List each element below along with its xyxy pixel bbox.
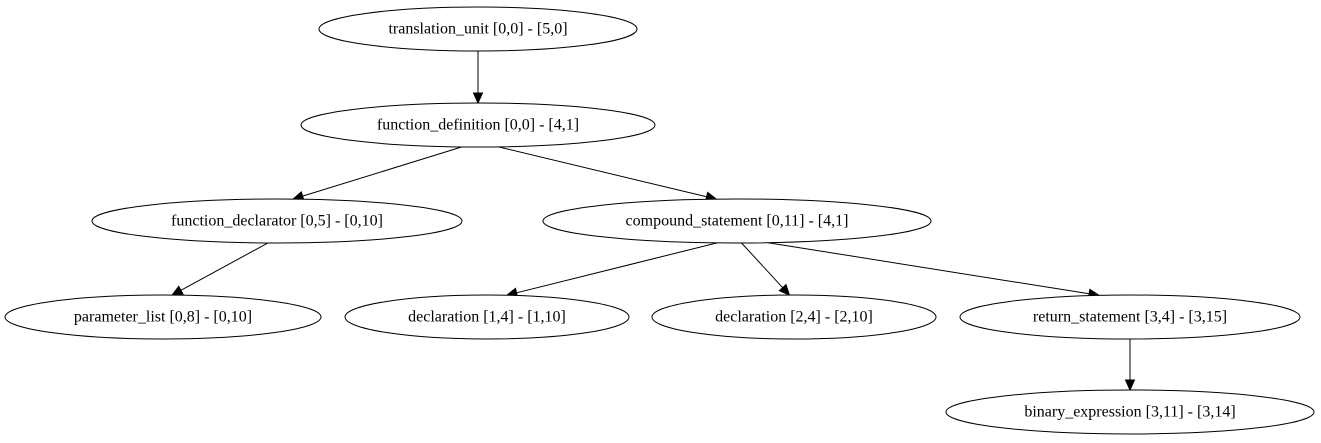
node-label: declaration [2,4] - [2,10] bbox=[715, 309, 873, 326]
node-ellipse bbox=[651, 294, 937, 340]
node-declaration-1: declaration [1,4] - [1,10] bbox=[344, 294, 630, 340]
node-ellipse bbox=[959, 294, 1301, 340]
edge-function-declarator-to-parameter-list bbox=[171, 242, 269, 296]
edge-function-definition-to-compound-statement bbox=[498, 146, 718, 202]
arrowhead-icon bbox=[171, 285, 184, 296]
edge-line bbox=[768, 242, 1090, 295]
edge-compound-statement-to-declaration-1 bbox=[505, 242, 718, 298]
node-ellipse bbox=[300, 102, 656, 148]
node-ellipse bbox=[91, 198, 463, 244]
node-ellipse bbox=[344, 294, 630, 340]
edge-line bbox=[741, 242, 784, 288]
node-parameter-list: parameter_list [0,8] - [0,10] bbox=[4, 294, 322, 340]
node-label: function_definition [0,0] - [4,1] bbox=[377, 117, 579, 134]
node-function-definition: function_definition [0,0] - [4,1] bbox=[300, 102, 656, 148]
arrowhead-icon bbox=[778, 283, 791, 296]
node-compound-statement: compound_statement [0,11] - [4,1] bbox=[542, 198, 932, 244]
edge-compound-statement-to-return-statement bbox=[768, 242, 1101, 299]
arrowhead-icon bbox=[1124, 379, 1136, 392]
node-ellipse bbox=[542, 198, 932, 244]
edge-line bbox=[516, 242, 718, 294]
edge-line bbox=[180, 242, 269, 291]
node-function-declarator: function_declarator [0,5] - [0,10] bbox=[91, 198, 463, 244]
node-translation-unit: translation_unit [0,0] - [5,0] bbox=[318, 6, 638, 52]
node-label: parameter_list [0,8] - [0,10] bbox=[74, 309, 252, 326]
edge-translation-unit-to-function-definition bbox=[472, 51, 484, 105]
edge-line bbox=[498, 146, 707, 198]
node-return-statement: return_statement [3,4] - [3,15] bbox=[959, 294, 1301, 340]
node-label: binary_expression [3,11] - [3,14] bbox=[1024, 404, 1235, 421]
edge-function-definition-to-function-declarator bbox=[291, 146, 463, 202]
node-label: compound_statement [0,11] - [4,1] bbox=[626, 213, 849, 230]
node-ellipse bbox=[945, 389, 1315, 435]
node-ellipse bbox=[318, 6, 638, 52]
edge-return-statement-to-binary-expression bbox=[1124, 339, 1136, 392]
node-label: declaration [1,4] - [1,10] bbox=[408, 309, 566, 326]
node-label: function_declarator [0,5] - [0,10] bbox=[171, 213, 383, 230]
node-binary-expression: binary_expression [3,11] - [3,14] bbox=[945, 389, 1315, 435]
node-declaration-2: declaration [2,4] - [2,10] bbox=[651, 294, 937, 340]
arrowhead-icon bbox=[472, 92, 484, 105]
nodes-layer: translation_unit [0,0] - [5,0] function_d… bbox=[4, 6, 1315, 435]
node-label: return_statement [3,4] - [3,15] bbox=[1033, 309, 1227, 326]
edge-line bbox=[302, 146, 463, 197]
edge-compound-statement-to-declaration-2 bbox=[741, 242, 791, 296]
node-label: translation_unit [0,0] - [5,0] bbox=[388, 21, 567, 38]
node-ellipse bbox=[4, 294, 322, 340]
